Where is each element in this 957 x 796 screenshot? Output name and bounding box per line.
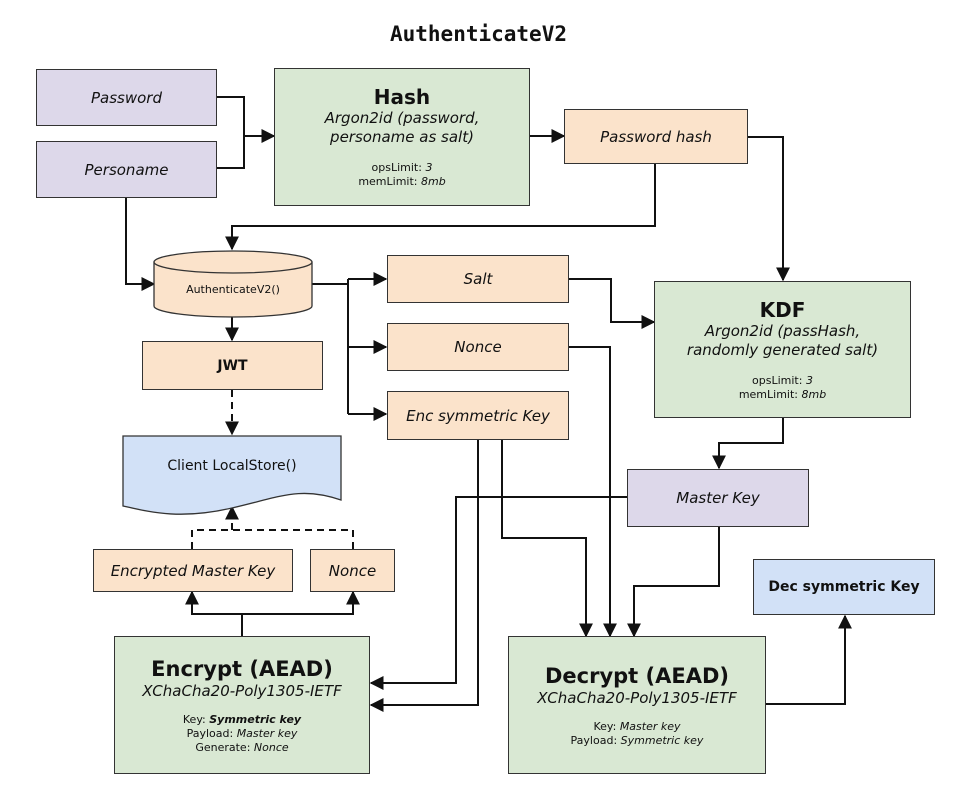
nonce-store-label: Nonce	[328, 561, 377, 580]
dec-symmetric-key-label: Dec symmetric Key	[768, 579, 920, 595]
hash-mem-limit: memLimit: 8mb	[358, 175, 446, 188]
encrypt-key-line: Key: Symmetric key	[182, 712, 302, 726]
encrypt-title: Encrypt (AEAD)	[151, 656, 333, 681]
encrypt-payload-line: Payload: Master key	[186, 726, 298, 740]
encrypt-generate-line: Generate: Nonce	[195, 740, 289, 754]
jwt-box: JWT	[142, 341, 323, 390]
password-box: Password	[36, 69, 217, 126]
decrypt-box: Decrypt (AEAD) XChaCha20-Poly1305-IETF K…	[508, 636, 766, 774]
enc-symmetric-key-box: Enc symmetric Key	[387, 391, 569, 440]
encrypt-box: Encrypt (AEAD) XChaCha20-Poly1305-IETF K…	[114, 636, 370, 774]
master-key-label: Master Key	[676, 489, 760, 507]
nonce-box: Nonce	[387, 323, 569, 371]
kdf-subtitle-line2: randomly generated salt)	[686, 340, 879, 359]
jwt-label: JWT	[217, 357, 248, 374]
nonce-store-box: Nonce	[310, 549, 395, 592]
decrypt-subtitle: XChaCha20-Poly1305-IETF	[537, 688, 737, 707]
encrypted-master-key-box: Encrypted Master Key	[93, 549, 293, 592]
password-hash-label: Password hash	[600, 127, 712, 146]
kdf-mem-limit: memLimit: 8mb	[738, 387, 827, 401]
authenticate-database-shape	[153, 250, 313, 318]
hash-box: Hash Argon2id (password, personame as sa…	[274, 68, 530, 206]
diagram-title: AuthenticateV2	[389, 22, 567, 46]
dec-symmetric-key-box: Dec symmetric Key	[753, 559, 935, 615]
kdf-ops-limit: opsLimit: 3	[752, 373, 813, 387]
kdf-box: KDF Argon2id (passHash, randomly generat…	[654, 281, 911, 418]
hash-title: Hash	[373, 85, 431, 109]
decrypt-key-line: Key: Master key	[593, 719, 681, 733]
encrypted-master-key-label: Encrypted Master Key	[110, 561, 276, 580]
hash-subtitle-line2: personame as salt)	[330, 128, 474, 146]
nonce-label: Nonce	[454, 338, 502, 356]
password-hash-box: Password hash	[564, 109, 748, 164]
decrypt-payload-line: Payload: Symmetric key	[570, 733, 704, 747]
hash-ops-limit: opsLimit: 3	[371, 161, 433, 174]
personame-label: Personame	[84, 160, 169, 179]
hash-subtitle-line1: Argon2id (password,	[324, 109, 480, 127]
client-localstore-label: Client LocalStore()	[167, 458, 297, 474]
decrypt-title: Decrypt (AEAD)	[544, 663, 730, 688]
localstore-document-shape	[122, 435, 342, 515]
kdf-subtitle-line1: Argon2id (passHash,	[704, 321, 861, 340]
master-key-box: Master Key	[627, 469, 809, 527]
salt-label: Salt	[463, 270, 493, 288]
enc-symmetric-key-label: Enc symmetric Key	[406, 406, 550, 425]
kdf-title: KDF	[759, 297, 806, 322]
authenticate-call-label: AuthenticateV2()	[186, 283, 280, 296]
personame-box: Personame	[36, 141, 217, 198]
salt-box: Salt	[387, 255, 569, 303]
password-label: Password	[90, 88, 162, 107]
encrypt-subtitle: XChaCha20-Poly1305-IETF	[142, 681, 342, 700]
